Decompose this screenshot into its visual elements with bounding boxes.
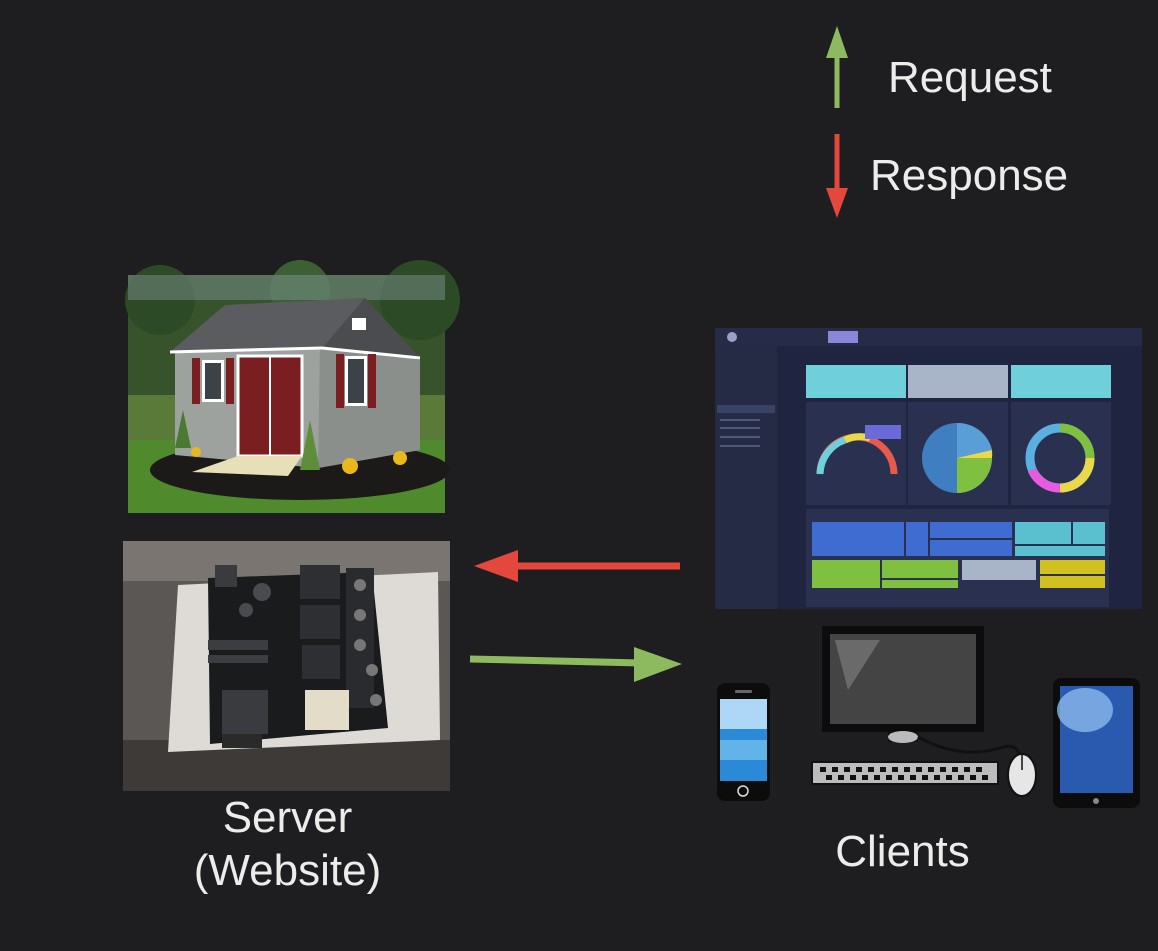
shed-photo	[125, 260, 460, 513]
server-label: Server (Website)	[150, 792, 425, 898]
server-label-line2: (Website)	[193, 845, 382, 895]
tablet-icon	[1053, 678, 1140, 808]
clients-label: Clients	[835, 827, 970, 876]
legend-request-arrow	[826, 26, 848, 108]
desktop-computer-icon	[811, 626, 1037, 797]
legend-response-label: Response	[870, 151, 1069, 200]
request-arrow	[469, 647, 682, 682]
server-label-line1: Server	[222, 793, 353, 842]
legend-response-arrow	[826, 134, 848, 218]
smartphone-icon	[717, 683, 770, 801]
response-arrow	[474, 550, 680, 582]
dashboard-screenshot	[715, 328, 1142, 609]
legend-request-label: Request	[888, 53, 1052, 102]
pcb-photo	[123, 541, 450, 791]
